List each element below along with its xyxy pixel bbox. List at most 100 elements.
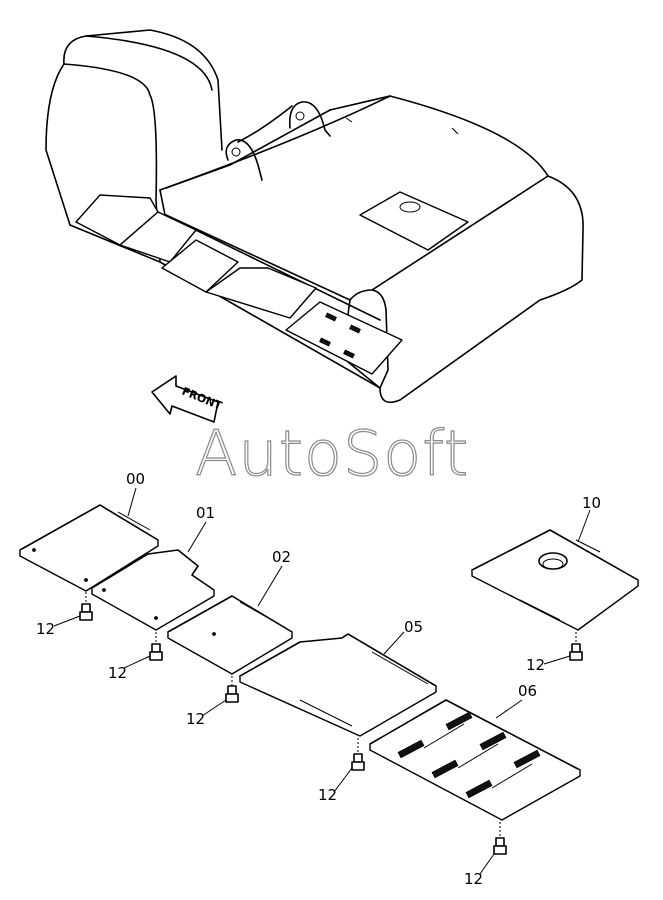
plate-01	[91, 549, 215, 631]
installed-plate-06-slot-c	[319, 337, 331, 347]
bolt-4-head	[351, 761, 365, 771]
plate-01-edge	[91, 588, 215, 631]
callout-01: 01	[196, 504, 215, 522]
bolt-1-head	[79, 611, 93, 621]
leader-02	[257, 565, 283, 607]
cover-10-flanges	[519, 539, 601, 621]
plate-05-edge	[239, 676, 437, 737]
boom-bracket-link	[237, 105, 293, 143]
hood-outline	[329, 95, 584, 404]
plate-06-slot-d	[397, 739, 425, 759]
bolt-5	[493, 822, 507, 855]
front-direction-arrow: FRONT	[151, 375, 224, 423]
plate-06-slot-b	[479, 731, 507, 751]
callout-bolt-1: 12	[36, 620, 55, 638]
installed-plate-06-slot-b	[349, 324, 361, 334]
cab-back-edge	[45, 63, 71, 226]
bolt-6-head	[569, 651, 583, 661]
cover-10	[471, 529, 639, 631]
plate-02-center-hole	[212, 632, 216, 636]
leader-00	[127, 487, 137, 517]
autosoft-watermark: AutoSoft	[195, 417, 469, 490]
plate-05	[239, 633, 437, 737]
bolt-3-head	[225, 693, 239, 703]
cover-10-edge	[471, 570, 639, 631]
callout-05: 05	[404, 618, 423, 636]
plate-00-edge	[19, 540, 159, 592]
bolt-6-shank	[571, 643, 581, 653]
callout-bolt-3: 12	[186, 710, 205, 728]
leader-bolt-1	[53, 615, 81, 627]
plate-02-flange	[239, 601, 287, 629]
plate-05-flange	[371, 651, 429, 685]
bolt-2	[149, 632, 163, 661]
installed-plate-00	[75, 194, 159, 246]
plate-06-ribs	[423, 723, 533, 789]
machine-body-assembly	[45, 29, 584, 404]
installed-plate-05	[205, 267, 317, 319]
installed-cover-10	[359, 191, 469, 251]
leader-01	[187, 521, 207, 553]
installed-plate-01	[119, 211, 197, 263]
callout-00: 00	[126, 470, 145, 488]
plate-01-hole-2	[154, 616, 158, 620]
installed-plate-06-slot-a	[325, 312, 337, 322]
cab-top-outline	[63, 29, 223, 151]
plate-05-front-lip	[299, 699, 353, 727]
plate-00-hole	[32, 548, 36, 552]
boom-pin-left	[231, 147, 241, 157]
bolt-4	[351, 738, 365, 771]
leader-bolt-6	[543, 655, 571, 665]
leader-bolt-2	[123, 655, 151, 669]
callout-10: 10	[582, 494, 601, 512]
leader-06	[495, 699, 523, 719]
bolt-1-shank	[81, 603, 91, 613]
plate-00	[19, 504, 159, 592]
hood-end-face	[371, 289, 389, 389]
leader-10	[577, 509, 591, 543]
installed-plate-06	[285, 301, 403, 375]
boom-bracket-left	[225, 139, 263, 181]
cover-10-hole-inner	[542, 558, 564, 570]
callout-labels: 00 01 02 05 06 10 12 12 12 12 12 12	[36, 470, 601, 888]
boom-pin-right	[295, 111, 305, 121]
bolt-3-shank	[227, 685, 237, 695]
plate-00-hole-2	[84, 578, 88, 582]
hood-top-line	[159, 95, 391, 191]
bolt-6	[569, 632, 583, 661]
bolt-5-head	[493, 845, 507, 855]
front-arrow-shape	[151, 375, 219, 423]
leader-05	[383, 631, 405, 655]
cab-front-edge	[63, 63, 161, 263]
bolt-5-shank	[495, 837, 505, 847]
installed-plate-06-slot-d	[343, 349, 355, 359]
bolt-1	[79, 592, 93, 621]
plate-06-slot-a	[445, 711, 473, 731]
bolt-3	[225, 676, 239, 703]
plate-06-slot-e	[431, 759, 459, 779]
plate-02	[167, 595, 293, 675]
plate-00-flange	[117, 511, 151, 531]
callout-bolt-6: 12	[526, 656, 545, 674]
leader-bolt-3	[201, 699, 227, 717]
cab-roof-line	[85, 35, 213, 91]
bolt-4-shank	[353, 753, 363, 763]
deck-upper-line	[165, 109, 331, 189]
hood-rivets	[345, 117, 459, 135]
plate-06	[369, 699, 581, 821]
installed-plate-02	[161, 239, 239, 293]
callout-bolt-2: 12	[108, 664, 127, 682]
bolt-2-shank	[151, 643, 161, 653]
plate-06-slot-f	[465, 779, 493, 799]
leader-lines	[53, 487, 591, 875]
plate-02-edge	[167, 632, 293, 675]
callout-bolt-4: 12	[318, 786, 337, 804]
callout-06: 06	[518, 682, 537, 700]
leader-bolt-5	[479, 853, 495, 875]
boom-bracket-right	[288, 101, 331, 137]
deck-front-lower-edge	[69, 224, 381, 389]
bolt-2-head	[149, 651, 163, 661]
callout-02: 02	[272, 548, 291, 566]
